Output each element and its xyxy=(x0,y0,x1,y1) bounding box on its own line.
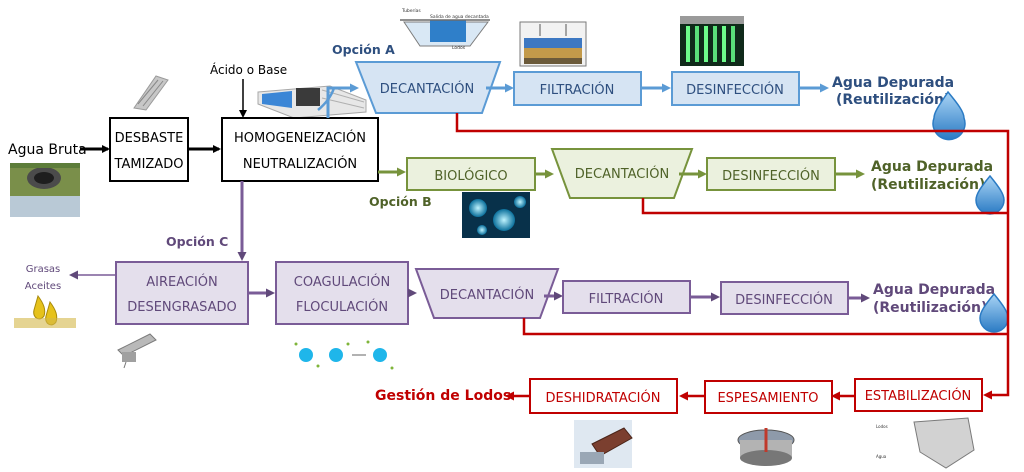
option-c-out-line1: Agua Depurada xyxy=(873,282,995,298)
option-c-filter-label: FILTRACIÓN xyxy=(589,291,664,307)
option-a-decant-label: DECANTACIÓN xyxy=(380,81,474,97)
option-b-out-line2: (Reutilización) xyxy=(871,177,985,193)
sludge-line-a xyxy=(455,113,1010,388)
grease-line1: Grasas xyxy=(26,264,61,275)
sludge-management-label: Gestión de Lodos xyxy=(375,388,511,404)
microorganism-icon xyxy=(462,192,530,238)
stabilization-label: ESTABILIZACIÓN xyxy=(865,388,972,404)
option-a-decant-shape xyxy=(354,61,502,114)
grease-drops-icon xyxy=(14,294,76,328)
screening-line1: DESBASTE xyxy=(115,131,184,146)
option-c-aer-line2: DESENGRASADO xyxy=(127,300,237,315)
clarifier-label-2: Salida de agua decantada xyxy=(430,14,489,20)
homog-line2: NEUTRALIZACIÓN xyxy=(243,156,357,172)
screening-box xyxy=(109,117,189,182)
coagulation-particles-icon xyxy=(290,332,400,378)
option-b-disinfect-label: DESINFECCIÓN xyxy=(722,168,820,184)
thickener-icon xyxy=(737,428,795,466)
clarifier-illustration-icon: Tuberías Salida de agua decantada Lodos xyxy=(398,7,492,52)
sludge-line-c xyxy=(522,318,1008,336)
screening-line2: TAMIZADO xyxy=(114,157,184,172)
option-b-bio-label: BIOLÓGICO xyxy=(434,168,507,184)
option-b-decant-shape xyxy=(550,148,694,199)
grease-line2: Aceites xyxy=(25,281,61,292)
centrifuge-icon xyxy=(574,420,633,468)
option-c-label: Opción C xyxy=(166,234,228,249)
option-a-disinfect-label: DESINFECCIÓN xyxy=(686,82,784,98)
homog-line1: HOMOGENEIZACIÓN xyxy=(234,130,366,146)
option-c-decant-label: DECANTACIÓN xyxy=(440,287,534,303)
raw-water-pipe-icon xyxy=(10,163,80,217)
aerator-icon xyxy=(117,333,157,369)
dewatering-box xyxy=(529,378,678,414)
homogenization-box xyxy=(221,117,379,182)
stabilization-tank-icon: Lodos Agua xyxy=(876,417,975,469)
option-a-filter-box xyxy=(513,71,642,106)
option-c-coag-line2: FLOCULACIÓN xyxy=(296,299,388,315)
stabil-label-2: Agua xyxy=(876,454,887,459)
option-b-out-line1: Agua Depurada xyxy=(871,159,993,175)
water-drop-icon-c xyxy=(979,292,1009,333)
dewatering-label: DESHIDRATACIÓN xyxy=(546,390,661,406)
acid-base-label: Ácido o Base xyxy=(210,62,287,77)
option-c-coag-line1: COAGULACIÓN xyxy=(294,274,390,290)
option-b-disinfect-box xyxy=(706,157,836,191)
stabil-label-1: Lodos xyxy=(876,424,888,429)
option-c-aeration-box xyxy=(115,261,249,325)
raw-water-label: Agua Bruta xyxy=(8,142,87,158)
arrow-to-option-a xyxy=(326,83,359,118)
screening-grate-icon xyxy=(133,75,169,111)
thickening-label: ESPESAMIENTO xyxy=(717,391,818,406)
option-b-bio-box xyxy=(406,157,536,191)
sludge-line-b xyxy=(641,198,1008,215)
option-c-decant-shape xyxy=(414,268,560,319)
option-c-aer-line1: AIREACIÓN xyxy=(146,274,218,290)
clarifier-label-1: Tuberías xyxy=(401,7,421,14)
option-b-decant-label: DECANTACIÓN xyxy=(575,166,669,182)
filter-illustration-icon xyxy=(519,21,587,67)
thickening-box xyxy=(704,380,833,414)
clarifier-label-3: Lodos xyxy=(452,45,466,51)
option-a-filter-label: FILTRACIÓN xyxy=(540,82,615,98)
arrow-to-stabilization xyxy=(983,390,1010,400)
option-a-disinfect-box xyxy=(671,71,800,106)
uv-disinfection-icon xyxy=(680,16,744,66)
water-drop-icon-a xyxy=(932,90,966,141)
option-a-out-line1: Agua Depurada xyxy=(832,75,954,91)
option-c-out-line2: (Reutilización) xyxy=(873,300,987,316)
option-b-label: Opción B xyxy=(369,194,432,209)
option-a-out-line2: (Reutilización) xyxy=(836,92,950,108)
option-c-disinfect-label: DESINFECCIÓN xyxy=(735,292,833,308)
option-a-label: Opción A xyxy=(332,42,395,57)
option-c-disinfect-box xyxy=(720,281,849,315)
homogenization-tank-icon xyxy=(257,85,367,119)
